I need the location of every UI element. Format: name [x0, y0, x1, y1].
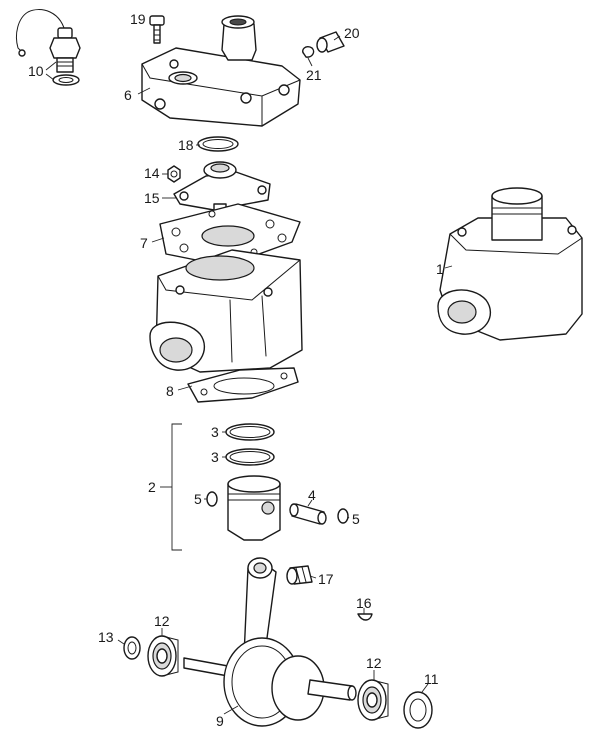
- callout-11: 11: [424, 671, 439, 687]
- temperature-sensor-part: [15, 9, 81, 86]
- callout-17: 17: [318, 571, 334, 587]
- circlip-right-part: [337, 508, 349, 524]
- callout-labels: 1 2 3 3 4 5 5 6 7 8 9 10 11 12 12 13 14 …: [28, 11, 444, 729]
- callout-2: 2: [148, 479, 156, 495]
- callout-5-right: 5: [352, 511, 360, 527]
- callout-20: 20: [344, 25, 360, 41]
- callout-7: 7: [140, 235, 148, 251]
- o-ring-part: [197, 136, 239, 152]
- callout-18: 18: [178, 137, 194, 153]
- callout-21: 21: [306, 67, 322, 83]
- piston-ring-lower-part: [225, 448, 275, 466]
- callout-5-left: 5: [194, 491, 202, 507]
- cylinder-head-part: [141, 15, 301, 127]
- circlip-left-part: [206, 491, 218, 507]
- crankshaft-part: [183, 557, 357, 727]
- callout-12-right: 12: [366, 655, 382, 671]
- callout-15: 15: [144, 190, 160, 206]
- bolt-part: [149, 15, 165, 44]
- oil-seal-left-part: [123, 636, 141, 660]
- callout-3-upper: 3: [211, 424, 219, 440]
- callout-10: 10: [28, 63, 44, 79]
- needle-bearing-part: [286, 565, 313, 585]
- callout-1: 1: [436, 261, 444, 277]
- cylinder-assembly-part: [437, 187, 583, 341]
- bearing-right-part: [357, 679, 389, 721]
- piston-part: [227, 475, 281, 541]
- head-gasket-part: [159, 203, 301, 267]
- callout-8: 8: [166, 383, 174, 399]
- group-bracket: [171, 423, 182, 551]
- callout-19: 19: [130, 11, 146, 27]
- leader-lines: [45, 35, 453, 715]
- piston-ring-upper-part: [225, 423, 275, 441]
- nut-part: [167, 165, 181, 183]
- callout-9: 9: [216, 713, 224, 729]
- cylinder-part: [149, 249, 303, 373]
- base-gasket-part: [187, 367, 299, 403]
- woodruff-key-part: [357, 613, 373, 621]
- callout-6: 6: [124, 87, 132, 103]
- clip-part: [302, 45, 315, 58]
- callout-16: 16: [356, 595, 372, 611]
- piston-pin-part: [289, 503, 327, 525]
- oil-seal-right-part: [403, 691, 433, 729]
- callout-3-lower: 3: [211, 449, 219, 465]
- hose-fitting-part: [316, 31, 345, 53]
- callout-13: 13: [98, 629, 114, 645]
- callout-12-left: 12: [154, 613, 170, 629]
- callout-14: 14: [144, 165, 160, 181]
- callout-4: 4: [308, 487, 316, 503]
- bearing-left-part: [147, 635, 179, 677]
